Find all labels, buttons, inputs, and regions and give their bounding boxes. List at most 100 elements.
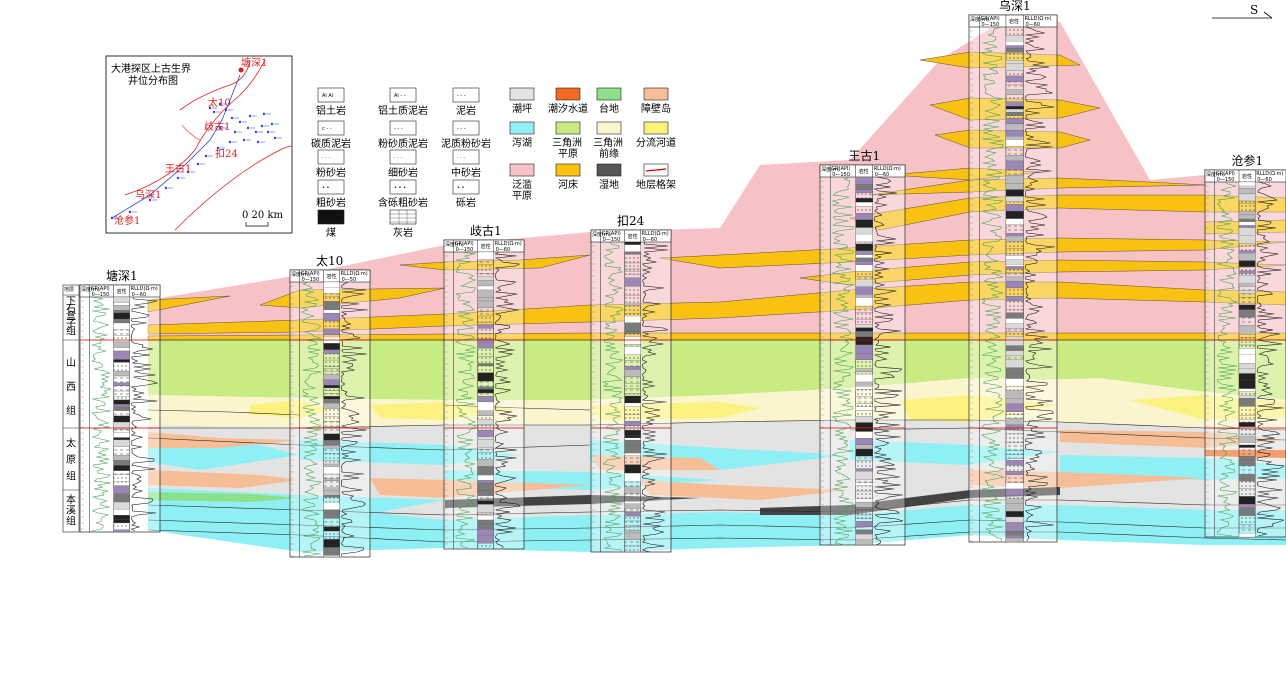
- lith-bed: [624, 354, 641, 361]
- strat-unit-char: 溪: [66, 505, 76, 517]
- legend-label: 湿地: [599, 178, 619, 191]
- lith-bed: [477, 495, 494, 501]
- barrier-island: [590, 455, 720, 470]
- lith-bed: [1238, 250, 1256, 254]
- north-arrow-label: S: [1250, 3, 1258, 17]
- lith-bed: [855, 257, 873, 262]
- lagoon-wedge: [300, 440, 520, 465]
- rlld-header: RLLD(Ω·m): [131, 286, 158, 292]
- lith-bed: [477, 392, 494, 397]
- lith-bed: [477, 459, 494, 467]
- lith-bed: [1005, 450, 1024, 455]
- inset-well-label: 塘深1: [241, 56, 267, 69]
- lith-bed: [1238, 214, 1256, 220]
- lith-bed: [323, 296, 340, 302]
- well-name: 太10: [316, 253, 343, 268]
- legend-facies-item: 潮汐水道: [548, 87, 588, 115]
- lith-bed: [113, 529, 130, 533]
- legend-swatch: [317, 120, 345, 136]
- rlld-curve: [494, 251, 522, 549]
- lith-bed: [323, 353, 340, 361]
- lith-bed: [1005, 94, 1024, 103]
- lith-bed: [624, 360, 641, 367]
- lith-bed: [624, 333, 641, 337]
- lith-bed: [1238, 235, 1256, 244]
- lith-bed: [477, 285, 494, 291]
- lith-bed: [1005, 323, 1024, 329]
- lith-bed: [1005, 224, 1024, 234]
- lith-bed: [855, 261, 873, 265]
- lith-bed: [1005, 45, 1024, 49]
- lith-bed: [323, 287, 340, 294]
- lith-bed: [1238, 436, 1256, 443]
- lith-bed: [113, 312, 130, 320]
- lith-bed: [1005, 511, 1024, 518]
- barrier-island: [148, 432, 300, 448]
- legend-swatch: [317, 149, 345, 165]
- gr-curve: [602, 241, 624, 553]
- lith-bed: [477, 529, 494, 536]
- lith-bed: [323, 453, 340, 461]
- lith-bed: [323, 445, 340, 449]
- lith-bed: [477, 500, 494, 505]
- legend-label: 分流河道: [636, 136, 676, 149]
- lith-bed: [624, 268, 641, 272]
- lith-bed: [1005, 442, 1024, 451]
- lith-bed: [113, 296, 130, 303]
- legend-lithology-item: · · ·细砂岩: [388, 149, 418, 179]
- lith-bed: [1238, 524, 1256, 534]
- lith-bed: [624, 439, 641, 446]
- lith-bed: [1005, 530, 1024, 536]
- lith-bed: [323, 371, 340, 375]
- lith-bed: [624, 437, 641, 441]
- inset-well-label: 歧古1: [204, 120, 230, 133]
- lith-bed: [477, 415, 494, 420]
- lith-bed: [855, 241, 873, 245]
- legend-label: 铝土岩: [316, 104, 346, 117]
- lith-bed: [624, 295, 641, 304]
- lith-bed: [1238, 354, 1256, 364]
- gr-range: 0—150: [456, 247, 474, 253]
- lith-bed: [1005, 169, 1024, 176]
- inset-well-dot: [238, 120, 242, 124]
- legend-symbol: - - -: [457, 93, 466, 99]
- lith-bed: [1238, 504, 1256, 508]
- lith-bed: [855, 353, 873, 360]
- lith-bed: [1005, 35, 1024, 42]
- inset-well-dot: [186, 170, 190, 174]
- lith-bed: [1005, 495, 1024, 499]
- legend-swatch: [317, 87, 345, 103]
- lith-header: 岩性: [481, 243, 491, 250]
- lith-bed: [1005, 296, 1024, 302]
- inset-well-dot: [228, 140, 232, 144]
- lith-bed: [113, 347, 130, 352]
- gr-curve: [301, 281, 322, 557]
- lith-bed: [624, 244, 641, 252]
- strat-unit-char: 组: [66, 470, 76, 483]
- lith-bed: [477, 535, 494, 544]
- lith-bed: [855, 521, 873, 527]
- lith-bed: [323, 393, 340, 397]
- legend-swatch: [452, 87, 480, 103]
- lith-bed: [113, 465, 130, 471]
- legend-label: 粗砂岩: [316, 196, 346, 209]
- lith-bed: [1005, 535, 1024, 539]
- lith-bed: [624, 486, 641, 494]
- inset-well-dot: [233, 130, 237, 134]
- lith-bed: [624, 303, 641, 306]
- lith-bed: [624, 305, 641, 314]
- lith-bed: [1238, 465, 1256, 475]
- lith-bed: [323, 539, 340, 548]
- legend-facies-item: 潮坪: [509, 87, 535, 115]
- lith-bed: [1005, 345, 1024, 351]
- lith-bed: [477, 396, 494, 403]
- lith-bed: [855, 529, 873, 535]
- inset-scale-label: 0 20 km: [242, 210, 284, 221]
- rlld-range: 0—60: [643, 237, 658, 243]
- lith-bed: [1005, 155, 1024, 162]
- lith-bed: [1005, 418, 1024, 425]
